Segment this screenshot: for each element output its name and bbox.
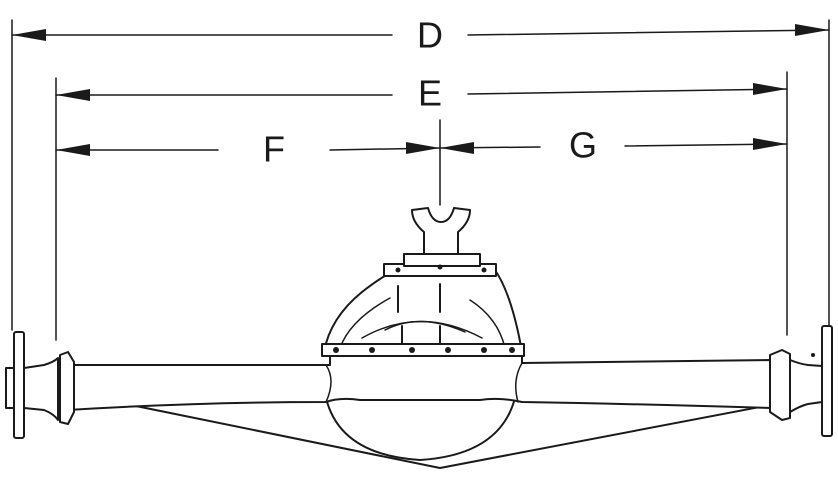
right-hub-inner — [769, 349, 791, 421]
differential-bowl — [325, 397, 516, 461]
arrow-e-left — [56, 89, 90, 101]
extension-lines — [11, 19, 830, 341]
dimension-label-d: D — [417, 15, 443, 56]
left-hub-inner — [59, 351, 75, 425]
dimension-d: D — [11, 15, 830, 56]
flange-bolt — [333, 347, 339, 353]
axle-assembly — [5, 207, 833, 469]
pinion-bolt — [481, 267, 487, 273]
dimension-f: F — [55, 129, 441, 170]
dimension-e: E — [55, 73, 788, 114]
arrow-f-right — [406, 142, 440, 154]
right-wheel-flange — [821, 325, 833, 437]
left-hub-cap — [5, 367, 15, 409]
dimension-label-f: F — [263, 129, 285, 170]
hub-detail-dot — [811, 353, 815, 357]
carrier-arch-inner — [384, 320, 466, 333]
arrow-e-right — [753, 83, 787, 95]
housing-flare-left — [325, 364, 332, 403]
arrow-d-right — [795, 24, 829, 36]
dimension-label-g: G — [569, 125, 597, 166]
dimension-g: G — [439, 125, 788, 166]
flange-bolt — [445, 347, 451, 353]
flange-bolt — [509, 347, 515, 353]
arrow-d-left — [12, 29, 46, 41]
pinion-yoke — [411, 207, 471, 255]
arrow-g-right — [753, 138, 787, 150]
flange-bolt — [409, 347, 415, 353]
dimension-line-d-right — [467, 29, 830, 36]
dimension-line-e-right — [467, 88, 788, 95]
housing-flare-right — [515, 362, 523, 403]
arrow-f-left — [56, 144, 90, 156]
carrier-rib-left — [339, 297, 391, 349]
left-wheel-flange — [13, 331, 25, 439]
pinion-bolt — [395, 267, 401, 273]
pinion-housing-upper — [403, 253, 481, 267]
right-hub-body — [789, 359, 823, 413]
flange-bolt — [481, 347, 487, 353]
pinion-bolt — [437, 264, 443, 270]
truss-rod — [81, 394, 771, 469]
left-hub-body — [23, 357, 59, 421]
axle-tube — [67, 355, 773, 411]
arrow-g-left — [440, 142, 474, 154]
differential-carrier — [323, 269, 523, 353]
dimension-label-e: E — [418, 73, 442, 114]
flange-bolts — [333, 347, 515, 353]
flange-bolt — [369, 347, 375, 353]
carrier-flange — [321, 343, 525, 357]
